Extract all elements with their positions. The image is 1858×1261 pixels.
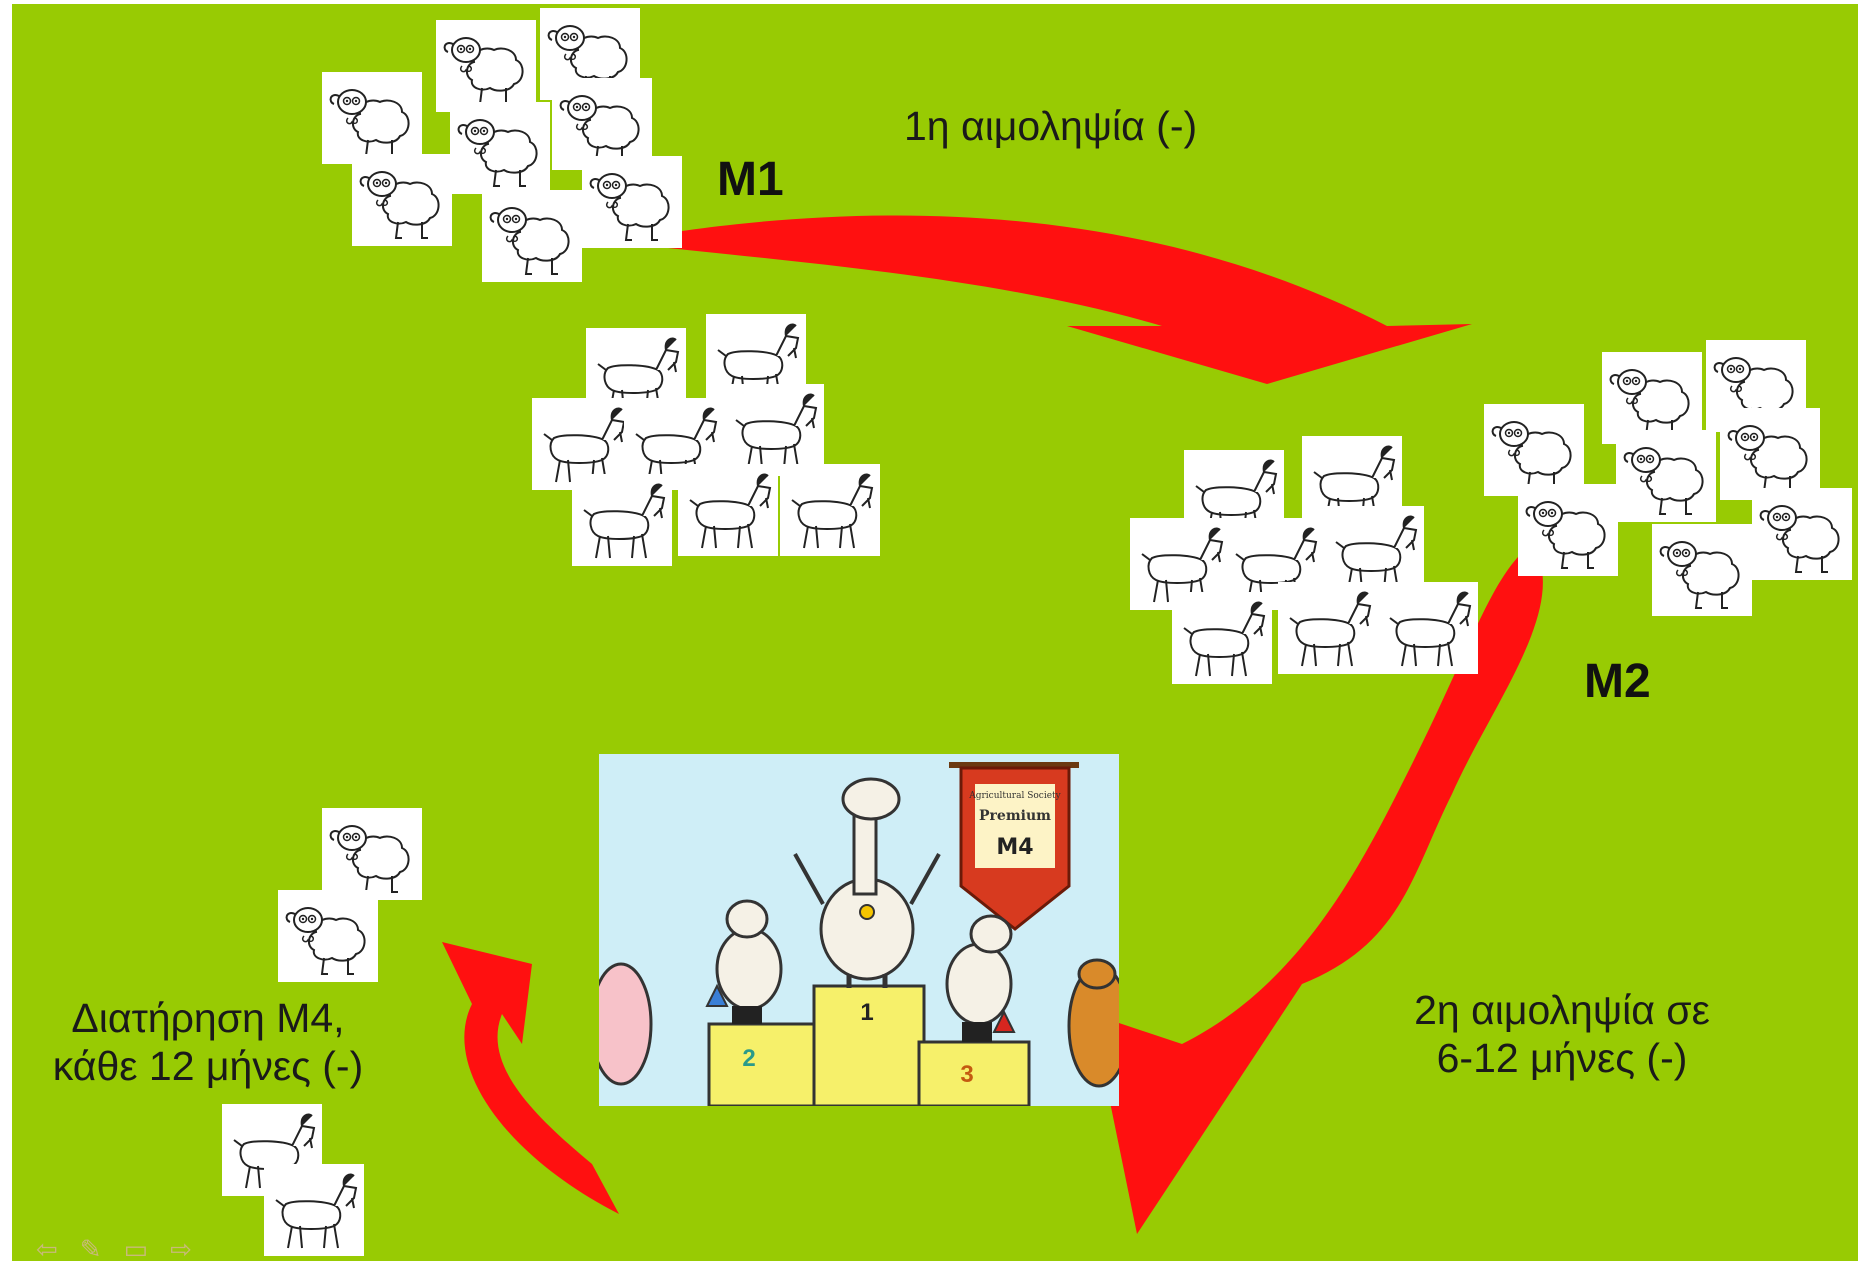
place-2-text: 2 [742, 1045, 755, 1072]
goat-icon [264, 1164, 364, 1256]
sheep-icon [322, 808, 422, 900]
sheep-drawing [1525, 501, 1606, 569]
sheep-drawing [559, 95, 640, 163]
goat-drawing [1335, 515, 1418, 591]
place-1-text: 1 [860, 999, 873, 1026]
nav-edit-icon[interactable]: ✎ [79, 1234, 102, 1261]
sheep-icon [1720, 408, 1820, 500]
podium-first [812, 984, 926, 1106]
goat-drawing [543, 407, 626, 483]
goat-drawing [1235, 527, 1318, 603]
goat-icon [572, 474, 672, 566]
sheep-drawing [1727, 425, 1808, 493]
goat-drawing [735, 393, 818, 469]
goat-icon [1278, 582, 1378, 674]
maintain-line2: κάθε 12 μήνες (-) [52, 1043, 364, 1089]
banner-status-text: M4 [996, 835, 1033, 860]
second-sampling-line1: 2η αιμοληψία σε [1414, 987, 1710, 1033]
maintain-line1: Διατήρηση Μ4, [71, 995, 345, 1041]
goat-icon [1172, 592, 1272, 684]
sheep-icon [582, 156, 682, 248]
sheep-icon [450, 102, 550, 194]
arrow-maintenance-loop [442, 942, 619, 1214]
arrow-m1-to-m2 [612, 215, 1472, 384]
goat-drawing [1183, 601, 1266, 677]
sheep-icon [278, 890, 378, 982]
goat-drawing [275, 1173, 358, 1249]
award-podium-image: Agricultural Society Premium M4 1 2 3 [599, 754, 1119, 1106]
sheep-icon [552, 78, 652, 170]
sheep-drawing [1623, 447, 1704, 515]
goat-drawing [1289, 591, 1372, 667]
sheep-drawing [457, 119, 538, 187]
sheep-drawing [443, 37, 524, 105]
sheep-drawing [547, 25, 628, 93]
goat-drawing [689, 473, 772, 549]
banner-top-text: Agricultural Society [968, 791, 1061, 801]
sheep-icon [322, 72, 422, 164]
goat-icon [724, 384, 824, 476]
sheep-drawing [1713, 357, 1794, 425]
sheep-drawing [1659, 541, 1740, 609]
sheep-icon [482, 190, 582, 282]
group-m2-label: M2 [1584, 655, 1651, 708]
banner-title-text: Premium [979, 808, 1051, 824]
flow-arrows [442, 215, 1543, 1234]
arrow-m2-to-m4 [1092, 544, 1543, 1234]
sheep-drawing [1491, 421, 1572, 489]
goat-icon [678, 464, 778, 556]
goat-drawing [717, 323, 800, 399]
sheep-drawing [589, 173, 670, 241]
podium-third [917, 1040, 1031, 1106]
sheep-drawing [329, 89, 410, 157]
goat-drawing [635, 407, 718, 483]
goat-icon [1378, 582, 1478, 674]
sheep-drawing [329, 825, 410, 893]
group-m1-label: M1 [717, 153, 784, 206]
sheep-icon [1652, 524, 1752, 616]
maintain-label: Διατήρηση Μ4, κάθε 12 μήνες (-) [18, 994, 398, 1090]
nav-prev-icon[interactable]: ⇦ [36, 1234, 58, 1261]
goat-drawing [583, 483, 666, 559]
sheep-drawing [489, 207, 570, 275]
sheep-icon [436, 20, 536, 112]
banner-rod [949, 762, 1079, 768]
goat-drawing [1389, 591, 1472, 667]
sheep-icon [1752, 488, 1852, 580]
sheep-drawing [1759, 505, 1840, 573]
nav-menu-icon[interactable]: ▭ [123, 1234, 149, 1261]
first-sampling-label: 1η αιμοληψία (-) [904, 103, 1198, 149]
sheep-icon [1616, 430, 1716, 522]
slide-nav: ⇦ ✎ ▭ ⇨ [36, 1236, 192, 1261]
sheep-drawing [359, 171, 440, 239]
nav-next-icon[interactable]: ⇨ [170, 1234, 192, 1261]
goat-drawing [1313, 445, 1396, 521]
goat-drawing [1141, 527, 1224, 603]
sheep-drawing [285, 907, 366, 975]
second-sampling-line2: 6-12 μήνες (-) [1436, 1035, 1688, 1081]
slide-canvas: 1η αιμοληψία (-) M1 M2 2η αιμοληψία σε 6… [12, 4, 1858, 1261]
place-3-text: 3 [960, 1061, 973, 1088]
sheep-icon [352, 154, 452, 246]
sheep-icon [1518, 484, 1618, 576]
sheep-icon [1484, 404, 1584, 496]
goat-drawing [791, 473, 874, 549]
goat-icon [780, 464, 880, 556]
podium-second [707, 1022, 821, 1106]
second-sampling-label: 2η αιμοληψία σε 6-12 μήνες (-) [1402, 986, 1722, 1082]
